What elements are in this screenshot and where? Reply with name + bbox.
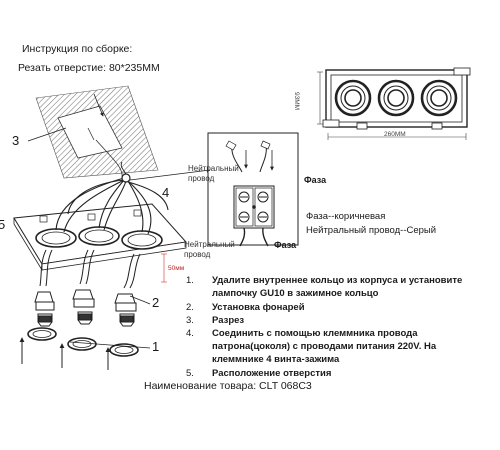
step-text-line: клеммнике 4 винта-зажима (212, 354, 340, 365)
cutout-value: 80*235ММ (108, 62, 160, 74)
instruction-title: Инструкция по сборке: (22, 43, 133, 55)
depth-dimension-label: 50мм (168, 265, 185, 272)
fixture-top-view (317, 67, 471, 140)
cutout-label: Резать отверстие: (18, 62, 107, 74)
step-number: 4. (186, 328, 194, 339)
callout-1: 1 (152, 339, 160, 354)
step-number: 1. (186, 275, 194, 286)
step-text-line: Разрез (212, 315, 245, 326)
neutral-wire-label-top-1: Нейтральный (188, 164, 239, 173)
legend-neutral: Нейтральный провод--Серый (306, 225, 437, 236)
callout-3-leader (27, 127, 67, 142)
legend-phase: Фаза--коричневая (306, 211, 386, 222)
callout-4: 4 (162, 185, 170, 200)
step-number: 2. (186, 302, 194, 313)
depth-dimension (161, 253, 167, 283)
callout-3: 3 (12, 133, 20, 148)
callout-2: 2 (152, 295, 160, 310)
step-text-line: Удалите внутреннее кольцо из корпуса и у… (212, 275, 463, 286)
clamp-rings (27, 327, 139, 357)
step-text-line: лампочку GU10 в зажимное кольцо (212, 288, 379, 299)
callout-1-leader (69, 341, 151, 349)
callout-2-leader (129, 295, 151, 305)
neutral-wire-label-top-2: провод (188, 174, 215, 183)
supply-wires (55, 161, 169, 235)
neutral-wire-label-bottom-2: провод (184, 250, 211, 259)
step-text-line: Установка фонарей (212, 302, 305, 313)
phase-wire-label-top: Фаза (304, 175, 327, 185)
step-number: 5. (186, 368, 194, 379)
neutral-wire-label-bottom-1: Нейтральный (184, 240, 235, 249)
step-text-line: патрона(цоколя) с проводами питания 220V… (212, 341, 437, 352)
phase-wire-label-bottom: Фаза (274, 240, 297, 250)
product-name: Наименование товара: CLT 068C3 (144, 380, 312, 392)
width-dimension-label: 260ММ (384, 131, 406, 138)
height-dimension-label: 93ММ (293, 92, 300, 111)
fixture-body (13, 203, 187, 271)
install-arrows (19, 337, 111, 370)
wiring-box-leader (129, 169, 211, 181)
cutout-row: Резать отверстие: 80*235ММ (18, 62, 160, 74)
lamp-holders (34, 249, 141, 327)
step-text-line: Соединить с помощью клеммника провода (212, 328, 418, 339)
step-number: 3. (186, 315, 194, 326)
wiring-detail-box (207, 132, 299, 247)
callout-5: 5 (0, 217, 6, 232)
step-text-line: Расположение отверстия (212, 368, 332, 379)
ceiling-panel (35, 85, 159, 179)
